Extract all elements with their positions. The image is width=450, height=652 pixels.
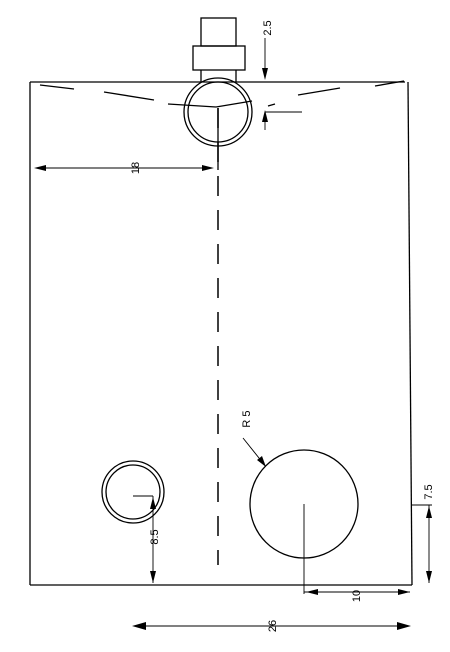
dimension-side-height: 7.5 bbox=[412, 484, 435, 583]
dim-18-arrow-left bbox=[34, 165, 46, 171]
dim-2-5-arrow-down bbox=[262, 68, 268, 80]
dimension-bottom-offset: 10 bbox=[304, 589, 410, 602]
dim-10-arrow-right bbox=[398, 589, 410, 595]
hidden-line-3 bbox=[167, 103, 217, 108]
dim-26-arrow-right bbox=[397, 622, 411, 630]
hidden-lines-top bbox=[39, 80, 405, 108]
dim-7-5-label: 7.5 bbox=[423, 484, 435, 499]
right-edge bbox=[407, 81, 413, 586]
dim-26-label: 26 bbox=[267, 620, 279, 632]
dimension-fillet-radius: R 5 bbox=[241, 410, 266, 467]
dim-8-5-label: 8.5 bbox=[149, 529, 161, 544]
dim-2-5-arrow-up bbox=[262, 110, 268, 122]
body-outline bbox=[29, 81, 413, 586]
dimension-top-offset: 2.5 bbox=[262, 20, 302, 130]
dim-8-5-arrow-down bbox=[150, 571, 156, 583]
dim-7-5-arrow-up bbox=[426, 506, 432, 518]
dim-10-label: 10 bbox=[351, 590, 363, 602]
dim-18-label: 18 bbox=[130, 162, 142, 174]
dim-2-5-label: 2.5 bbox=[262, 20, 274, 35]
small-hole-inner bbox=[105, 464, 161, 520]
hidden-line-1 bbox=[39, 84, 75, 90]
dim-10-arrow-left bbox=[306, 589, 318, 595]
dimension-overall-width: 26 bbox=[132, 620, 411, 632]
small-hole bbox=[101, 460, 165, 524]
dimension-hole-center-x: 18 bbox=[34, 162, 214, 174]
large-hole bbox=[249, 449, 359, 594]
dim-18-arrow-right bbox=[202, 165, 214, 171]
dim-26-arrow-left bbox=[132, 622, 146, 630]
dim-8-5-arrow-up bbox=[150, 497, 156, 509]
dimension-small-hole-height: 8.5 bbox=[149, 496, 161, 583]
dim-r5-arrow bbox=[257, 456, 266, 467]
fitting-cap bbox=[200, 17, 237, 47]
top-fitting bbox=[192, 17, 246, 82]
hidden-line-5 bbox=[297, 87, 341, 96]
fitting-body bbox=[192, 45, 246, 71]
small-hole-outer bbox=[101, 460, 165, 524]
hidden-line-2 bbox=[103, 91, 155, 101]
dim-7-5-arrow-down bbox=[426, 571, 432, 583]
hidden-line-6 bbox=[374, 80, 405, 87]
dim-r5-label: R 5 bbox=[241, 410, 253, 427]
hidden-line-7 bbox=[267, 103, 276, 107]
